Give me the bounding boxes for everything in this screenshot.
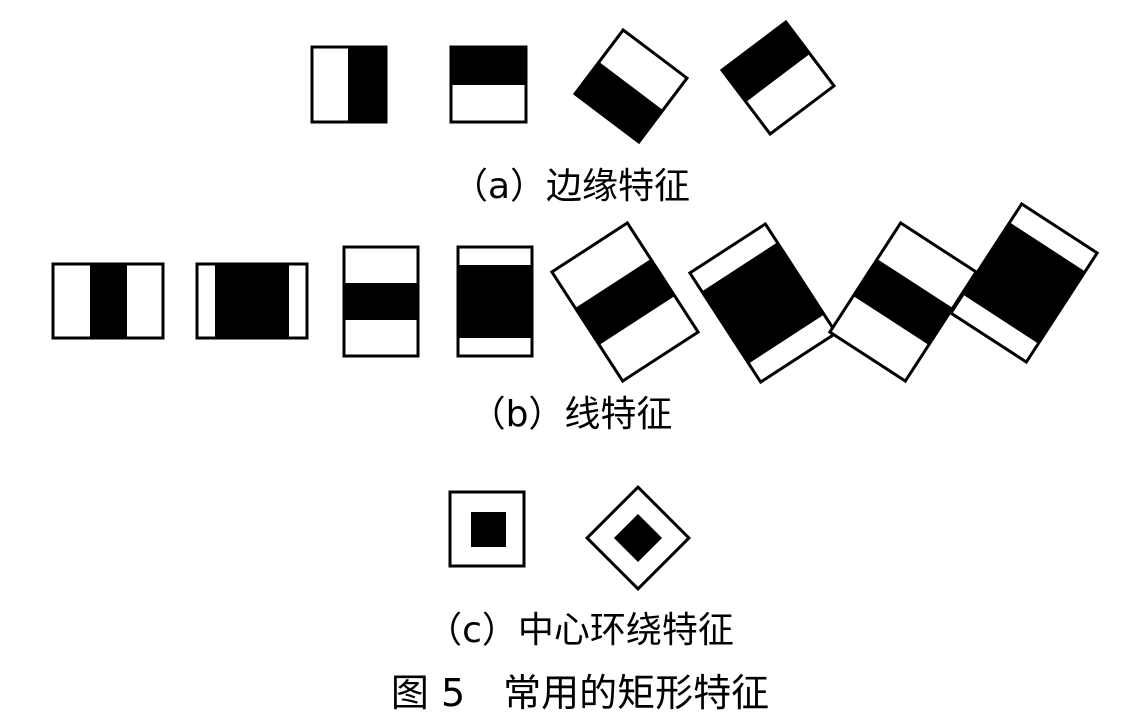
line-feature-rotated-narrow-2: [827, 220, 979, 384]
center-surround-feature-diamond: [584, 484, 692, 592]
center-surround-features-group: [448, 484, 692, 592]
edge-feature-horizontal: [449, 45, 528, 124]
line-feature-rotated-wide-2: [948, 201, 1100, 365]
line-feature-vertical-narrow: [51, 262, 165, 340]
line-feature-rotated-narrow-1: [549, 220, 701, 384]
line-feature-vertical-wide: [195, 262, 309, 340]
line-features-group: [51, 201, 1100, 385]
figure-title: 图 5 常用的矩形特征: [391, 671, 769, 715]
caption-edge-features: （a）边缘特征: [452, 166, 690, 207]
edge-feature-vertical: [310, 45, 388, 124]
edge-features-group: [310, 19, 837, 145]
line-feature-horizontal-narrow: [342, 245, 420, 358]
edge-feature-rotated-minus-45: [719, 19, 837, 137]
caption-center-surround-features: （c）中心环绕特征: [426, 610, 734, 651]
center-surround-feature-square: [448, 490, 526, 568]
line-feature-rotated-wide-1: [687, 221, 839, 385]
edge-feature-rotated-45: [572, 27, 690, 145]
caption-line-features: （b）线特征: [470, 394, 673, 435]
line-feature-horizontal-wide: [456, 245, 534, 358]
